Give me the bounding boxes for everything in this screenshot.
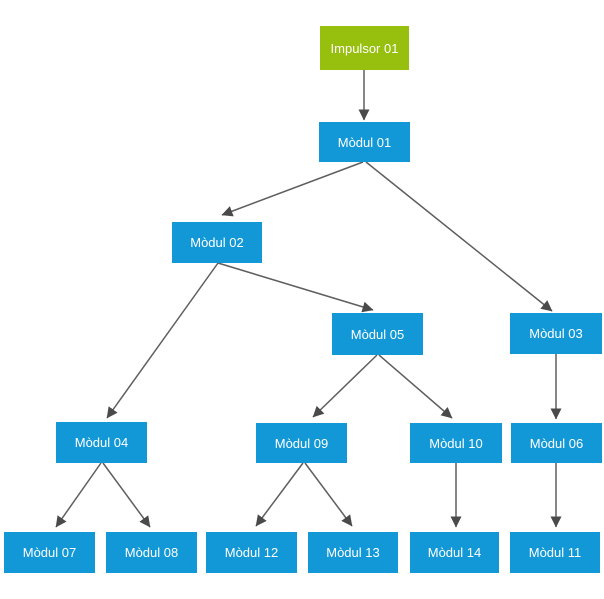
node-label: Mòdul 05 — [350, 326, 405, 342]
node-label: Mòdul 12 — [224, 545, 279, 560]
node-modul-11[interactable]: Mòdul 11 — [510, 532, 600, 573]
node-label: Mòdul 09 — [274, 435, 329, 451]
node-label: Mòdul 13 — [326, 545, 380, 560]
node-label: Mòdul 10 — [429, 435, 483, 451]
node-label: Mòdul 14 — [427, 545, 482, 560]
node-label: Mòdul 11 — [528, 545, 582, 560]
node-modul-08[interactable]: Mòdul 08 — [106, 532, 197, 573]
node-modul-14[interactable]: Mòdul 14 — [410, 532, 499, 573]
node-modul-01[interactable]: Mòdul 01 — [319, 122, 410, 162]
node-modul-04[interactable]: Mòdul 04 — [56, 422, 147, 463]
node-label: Mòdul 03 — [529, 326, 583, 341]
node-modul-10[interactable]: Mòdul 10 — [410, 423, 502, 463]
node-label: Mòdul 07 — [22, 545, 77, 560]
edge-modul-01-to-modul-02 — [221, 161, 364, 217]
node-label: Mòdul 08 — [124, 545, 179, 560]
edge-modul-02-to-modul-05 — [217, 262, 374, 313]
edge-modul-01-to-modul-03 — [365, 161, 553, 312]
node-label: Mòdul 04 — [74, 435, 129, 450]
edge-modul-05-to-modul-10 — [378, 354, 453, 419]
edge-modul-09-to-modul-12 — [255, 462, 304, 527]
node-modul-02[interactable]: Mòdul 02 — [172, 222, 262, 263]
node-modul-13[interactable]: Mòdul 13 — [308, 532, 398, 573]
node-modul-12[interactable]: Mòdul 12 — [206, 532, 297, 573]
node-modul-06[interactable]: Mòdul 06 — [511, 423, 602, 463]
node-modul-07[interactable]: Mòdul 07 — [4, 532, 95, 573]
edge-modul-04-to-modul-07 — [55, 462, 102, 528]
node-modul-05[interactable]: Mòdul 05 — [332, 313, 423, 355]
node-label: Mòdul 06 — [529, 435, 584, 451]
node-label: Mòdul 02 — [190, 235, 244, 250]
edge-modul-02-to-modul-04 — [106, 262, 219, 419]
node-modul-03[interactable]: Mòdul 03 — [510, 313, 602, 354]
edge-modul-09-to-modul-13 — [304, 462, 353, 527]
node-label: Mòdul 01 — [337, 134, 392, 150]
node-impulsor-01[interactable]: Impulsor 01 — [320, 26, 409, 70]
node-modul-09[interactable]: Mòdul 09 — [256, 423, 347, 463]
edge-modul-05-to-modul-09 — [312, 354, 378, 418]
edge-modul-04-to-modul-08 — [102, 462, 151, 528]
node-label: Impulsor 01 — [330, 40, 399, 56]
